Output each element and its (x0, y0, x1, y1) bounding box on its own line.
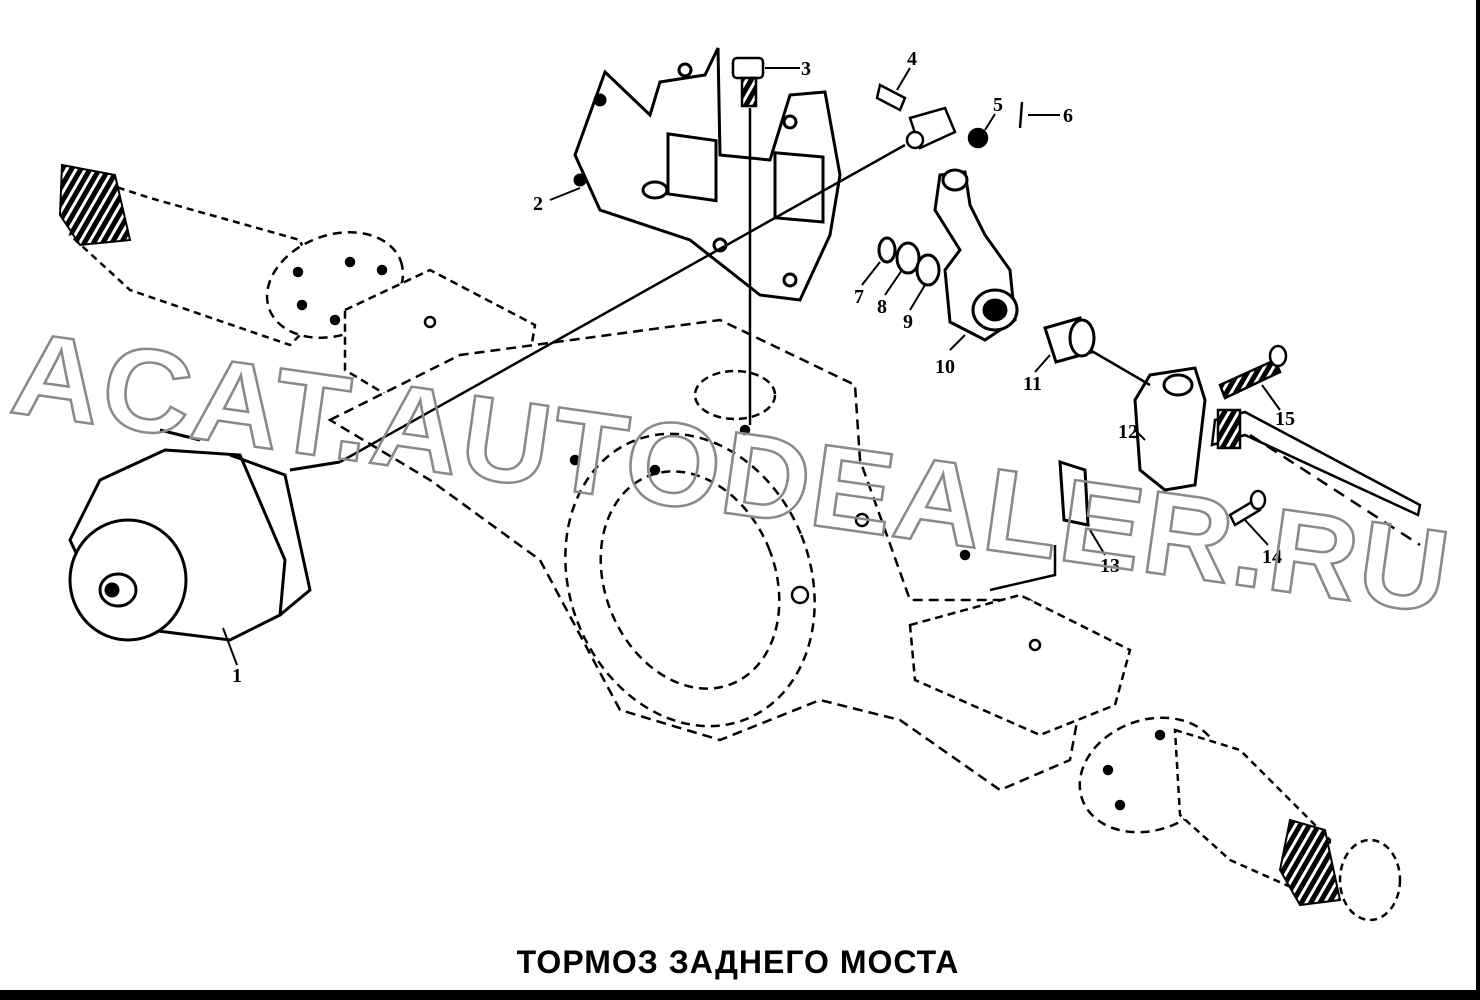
brake-chamber (68, 428, 341, 642)
bolt-3 (731, 56, 765, 108)
callout-8: 8 (877, 296, 887, 318)
callout-5: 5 (993, 94, 1003, 116)
callout-7: 7 (854, 286, 864, 308)
axle-housing (58, 163, 1402, 922)
leader-lines (222, 67, 1281, 666)
callout-13: 13 (1100, 555, 1120, 577)
callout-9: 9 (903, 311, 913, 333)
left-spline-end (58, 163, 132, 247)
washers (877, 236, 941, 287)
callout-15: 15 (1275, 408, 1295, 430)
callout-2: 2 (533, 193, 543, 215)
bolts-14-15 (1218, 344, 1288, 527)
clevis-pin-group (875, 83, 1024, 150)
callout-3: 3 (801, 58, 811, 80)
callout-14: 14 (1262, 546, 1282, 568)
callout-11: 11 (1023, 373, 1042, 395)
mount-plate (1058, 459, 1090, 527)
camshaft-bracket (573, 47, 842, 302)
callout-10: 10 (935, 356, 955, 378)
camshaft-support (1058, 366, 1207, 527)
right-spring-seat (908, 593, 1132, 737)
callout-4: 4 (907, 48, 917, 70)
camshaft (1210, 408, 1422, 517)
right-spline-end (1278, 818, 1342, 907)
diagram-caption: ТОРМОЗ ЗАДНЕГО МОСТА (516, 944, 960, 980)
callout-numbers: 1 2 3 4 5 6 7 8 9 10 11 12 13 14 15 (232, 48, 1295, 687)
top-opening (693, 369, 777, 421)
slack-adjuster (933, 168, 1019, 342)
assembly-lines (339, 108, 1421, 592)
bushing (1043, 316, 1096, 364)
callout-12: 12 (1118, 421, 1138, 443)
callout-1: 1 (232, 665, 242, 687)
callout-6: 6 (1063, 105, 1073, 127)
